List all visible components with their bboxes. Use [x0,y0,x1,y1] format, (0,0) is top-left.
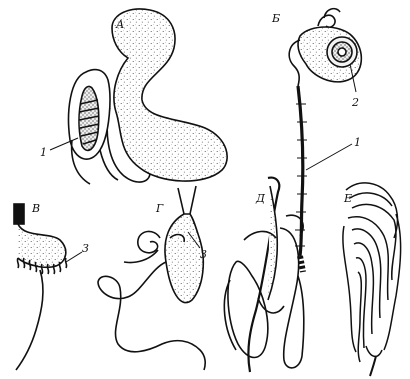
panel-v-leader-3 [66,252,82,262]
panel-b-callout-1: 1 [354,136,361,149]
panel-g-callout-3: 3 [200,248,207,261]
panel-e-figure [343,183,401,376]
panel-g-figure [98,186,205,370]
panel-b-leader-1 [306,144,352,170]
panel-a-letter: А [115,18,124,31]
panel-a-figure [69,9,228,184]
panel-d-letter: Д [255,192,266,205]
panel-v-letter: В [31,202,40,215]
panel-b-callout-2: 2 [351,96,359,109]
panel-v-callout-3: 3 [82,242,89,255]
panel-g-letter: Г [155,202,164,215]
panel-a-callout-1: 1 [40,146,47,159]
panel-d-figure [224,178,303,372]
panel-e-letter: Е [343,192,352,205]
panel-v-figure [14,204,67,370]
panel-b-letter: Б [271,12,280,25]
